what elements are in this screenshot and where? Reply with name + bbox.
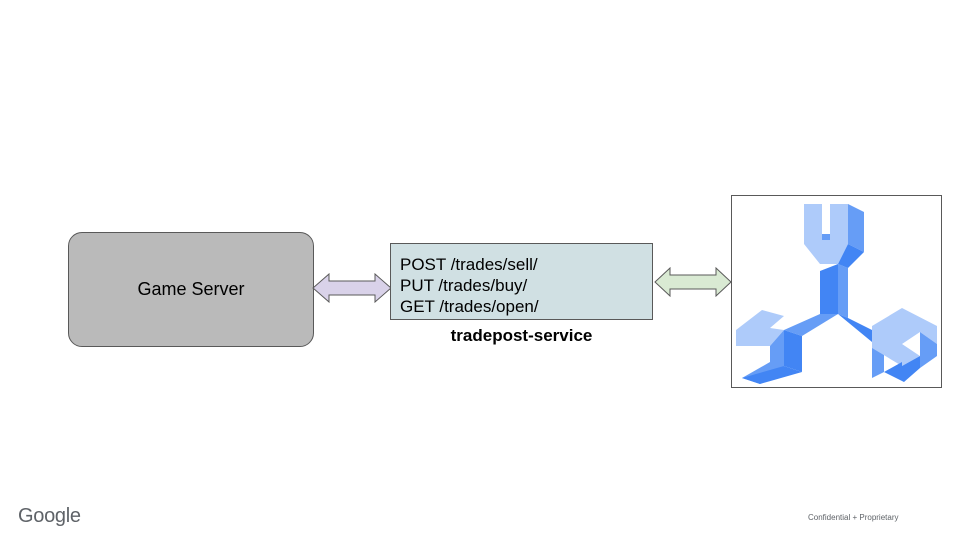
- confidential-label: Confidential + Proprietary: [808, 513, 899, 522]
- endpoint-get-open: GET /trades/open/: [400, 297, 539, 316]
- game-server-box: Game Server: [68, 232, 314, 347]
- google-logo: Google: [18, 505, 81, 527]
- spanner-icon-frame: [731, 195, 942, 388]
- bidirectional-arrow-left: [312, 273, 392, 303]
- endpoint-post-sell: POST /trades/sell/: [400, 255, 538, 274]
- tradepost-service-box: POST /trades/sell/ PUT /trades/buy/ GET …: [390, 243, 653, 320]
- endpoint-put-buy: PUT /trades/buy/: [400, 276, 528, 295]
- spanner-database-icon: [736, 204, 937, 384]
- bidirectional-arrow-right: [654, 267, 732, 297]
- service-name-label: tradepost-service: [450, 326, 593, 345]
- game-server-label: Game Server: [137, 279, 245, 299]
